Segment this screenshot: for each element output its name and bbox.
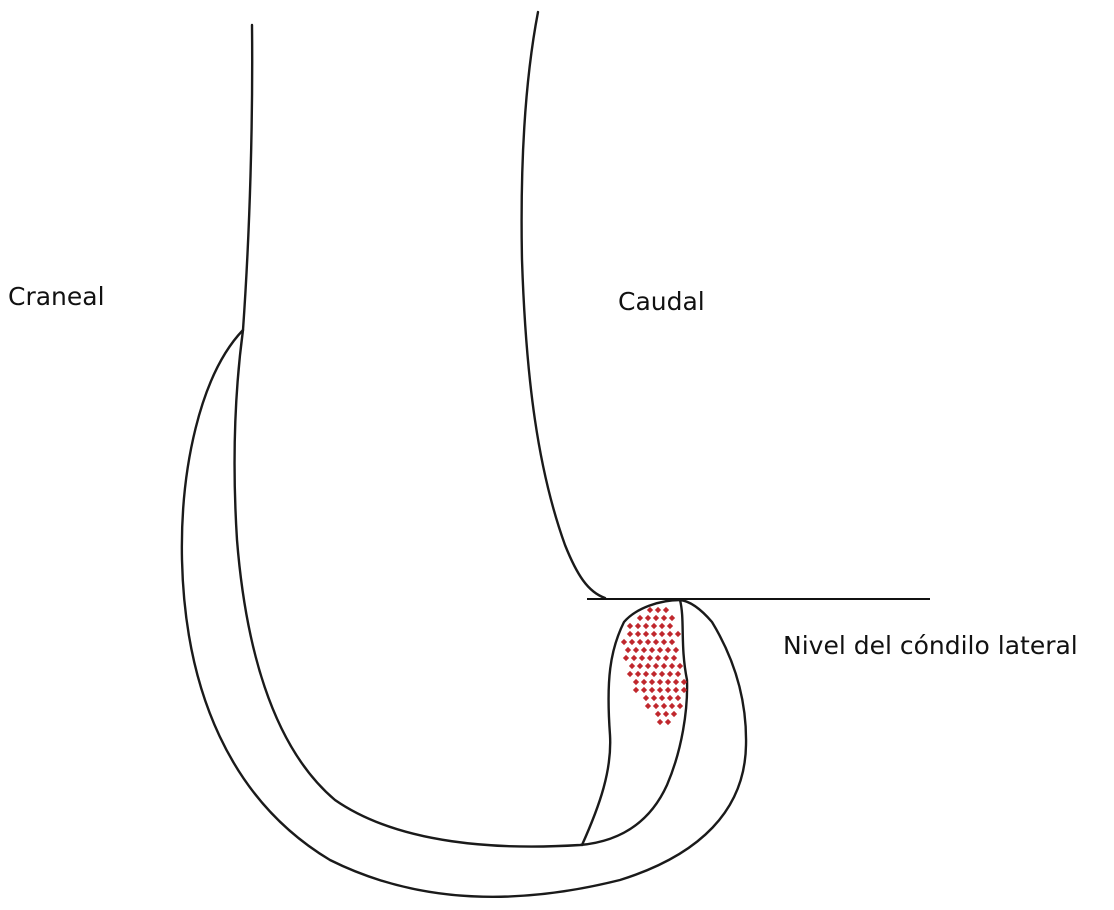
lesion-dot bbox=[673, 647, 679, 653]
lesion-dot bbox=[647, 607, 653, 613]
lesion-dot bbox=[657, 647, 663, 653]
outer-bone-contour bbox=[182, 25, 746, 897]
lesion-dot bbox=[659, 695, 665, 701]
lesion-dot bbox=[667, 671, 673, 677]
lesion-dot bbox=[661, 615, 667, 621]
lesion-dot bbox=[637, 639, 643, 645]
lesion-dot bbox=[655, 655, 661, 661]
lesion-dot bbox=[635, 623, 641, 629]
lesion-dot bbox=[635, 671, 641, 677]
lesion-dot bbox=[657, 679, 663, 685]
lesion-dot bbox=[637, 615, 643, 621]
lesion-dot bbox=[661, 703, 667, 709]
inner-bone-contour bbox=[235, 330, 688, 847]
lesion-dot bbox=[653, 639, 659, 645]
lesion-dot bbox=[633, 687, 639, 693]
lesion-dot bbox=[643, 695, 649, 701]
lesion-dot bbox=[677, 663, 683, 669]
lesion-dot bbox=[651, 631, 657, 637]
lesion-dot bbox=[639, 655, 645, 661]
lesion-dot bbox=[657, 719, 663, 725]
lesion-dot bbox=[647, 655, 653, 661]
lesion-dot bbox=[667, 631, 673, 637]
lesion-dot bbox=[643, 631, 649, 637]
lesion-dot bbox=[641, 647, 647, 653]
lesion-dot bbox=[659, 631, 665, 637]
lesion-dot bbox=[645, 615, 651, 621]
lesion-dot bbox=[669, 663, 675, 669]
lesion-dot bbox=[655, 711, 661, 717]
lesion-dot bbox=[663, 655, 669, 661]
lesion-dot bbox=[643, 623, 649, 629]
lesion-dot bbox=[665, 679, 671, 685]
lesion-dot bbox=[665, 647, 671, 653]
lesion-dot bbox=[627, 671, 633, 677]
lesion-dot bbox=[633, 679, 639, 685]
lesion-dot bbox=[651, 671, 657, 677]
lesion-dot bbox=[669, 639, 675, 645]
lesion-dot bbox=[651, 695, 657, 701]
lesion-dot bbox=[623, 655, 629, 661]
lesion-dot bbox=[621, 639, 627, 645]
lesion-dot bbox=[653, 663, 659, 669]
lesion-dot bbox=[651, 623, 657, 629]
lesion-dot bbox=[635, 631, 641, 637]
lesion-dot bbox=[663, 607, 669, 613]
lesion-dot bbox=[657, 687, 663, 693]
lesion-dot bbox=[645, 663, 651, 669]
lesion-dot bbox=[671, 655, 677, 661]
lesion-dot bbox=[655, 607, 661, 613]
lesion-dot bbox=[653, 703, 659, 709]
lesion-dot bbox=[649, 687, 655, 693]
label-caudal: Caudal bbox=[618, 287, 705, 316]
lesion-dot bbox=[671, 711, 677, 717]
lesion-dot bbox=[629, 639, 635, 645]
lesion-dot bbox=[667, 695, 673, 701]
lesion-dot bbox=[659, 623, 665, 629]
caudal-shaft-contour bbox=[522, 12, 605, 598]
lesion-dot bbox=[675, 631, 681, 637]
lesion-dot bbox=[649, 647, 655, 653]
lesion-dot bbox=[653, 615, 659, 621]
lesion-dot bbox=[667, 623, 673, 629]
lesion-dot bbox=[665, 687, 671, 693]
lesion-dot bbox=[663, 711, 669, 717]
lesion-dot bbox=[661, 639, 667, 645]
lesion-dot bbox=[641, 687, 647, 693]
lesion-dot bbox=[627, 623, 633, 629]
lesion-dot bbox=[673, 687, 679, 693]
lesion-dot bbox=[661, 663, 667, 669]
lesion-dot bbox=[643, 671, 649, 677]
lesion-dot bbox=[669, 703, 675, 709]
lesion-dot bbox=[659, 671, 665, 677]
label-nivel-condilo-lateral: Nivel del cóndilo lateral bbox=[783, 631, 1078, 660]
lesion-dot bbox=[637, 663, 643, 669]
lesion-dot bbox=[649, 679, 655, 685]
lesion-dot bbox=[641, 679, 647, 685]
lateral-condyle-contour bbox=[582, 600, 680, 845]
lesion-dot bbox=[675, 671, 681, 677]
lesion-dot bbox=[629, 663, 635, 669]
lesion-dot bbox=[645, 639, 651, 645]
label-craneal: Craneal bbox=[8, 282, 105, 311]
lesion-dot bbox=[631, 655, 637, 661]
lesion-dot bbox=[675, 695, 681, 701]
lesion-dot bbox=[669, 615, 675, 621]
lesion-dot bbox=[627, 631, 633, 637]
lesion-dot bbox=[633, 647, 639, 653]
lesion-dot bbox=[677, 703, 683, 709]
lesion-dot bbox=[673, 679, 679, 685]
lesion-dot bbox=[625, 647, 631, 653]
lesion-dot bbox=[665, 719, 671, 725]
lesion-dot bbox=[645, 703, 651, 709]
lesion-dot-pattern bbox=[621, 607, 687, 725]
